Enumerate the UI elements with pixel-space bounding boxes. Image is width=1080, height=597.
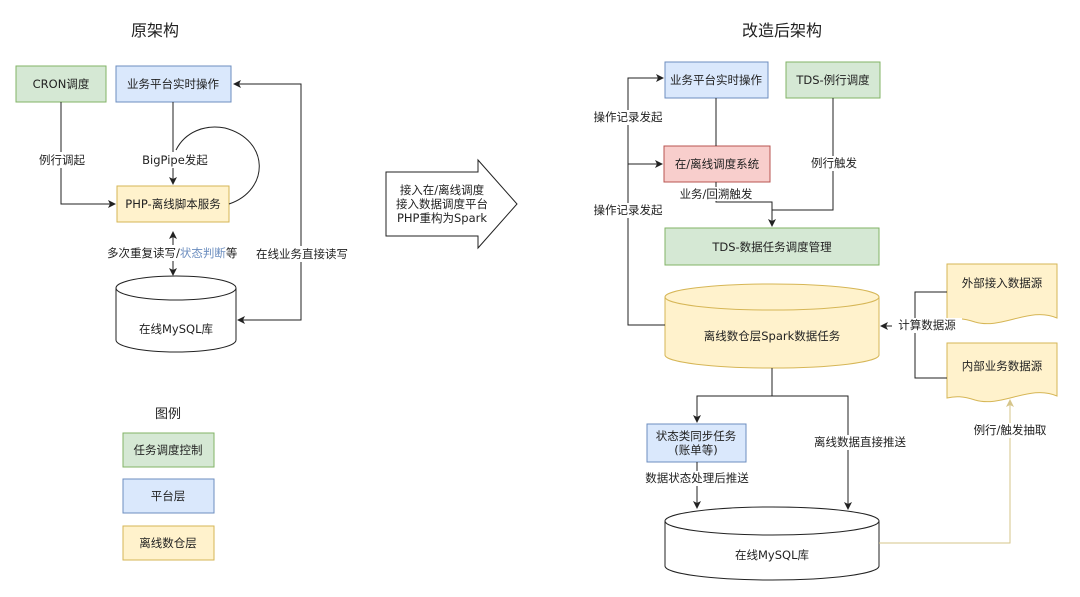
left-edge-rw-part-c: 等 [226, 246, 238, 260]
right-internal-label: 内部业务数据源 [962, 359, 1043, 373]
right-mysql-cylinder [664, 506, 880, 581]
left-platform-box [115, 65, 232, 103]
right-edge-backfill-label: 业务/回溯触发 [680, 187, 753, 201]
right-edge-op2-label: 操作记录发起 [594, 203, 663, 217]
right-internal-source [946, 342, 1058, 403]
right-scheduler-box [663, 145, 771, 183]
left-php-box [116, 185, 230, 223]
right-platform-box [664, 61, 769, 99]
right-tds-mgmt-label: TDS-数据任务调度管理 [711, 240, 832, 254]
right-mysql-label: 在线MySQL库 [735, 548, 809, 562]
right-sync-box [646, 423, 747, 463]
left-edge-rw-part-a: 多次重复读写/ [107, 246, 180, 260]
right-edge-compute-label: 计算数据源 [898, 318, 956, 332]
transition-arrow [385, 158, 518, 250]
right-scheduler-label: 在/离线调度系统 [675, 157, 760, 171]
left-php-label: PHP-离线脚本服务 [125, 197, 221, 211]
right-platform-label: 业务平台实时操作 [670, 73, 762, 87]
transition-line3: PHP重构为Spark [397, 211, 487, 225]
right-tds-routine-box [785, 61, 881, 99]
left-edge-bigpipe-label: BigPipe发起 [142, 153, 208, 167]
right-sync-line2: (账单等) [674, 443, 717, 457]
legend-title: 图例 [155, 407, 181, 422]
legend-blue-swatch [122, 478, 215, 514]
right-edge-push-direct [772, 395, 852, 510]
left-platform-label: 业务平台实时操作 [127, 77, 219, 91]
right-edge-sources-join [914, 291, 947, 379]
right-edge-routine-trigger-label: 例行触发 [811, 156, 857, 170]
legend-green-swatch [122, 432, 215, 468]
right-warehouse-label: 离线数仓层Spark数据任务 [704, 329, 841, 343]
legend-yellow-swatch [122, 525, 215, 561]
left-edge-rw-part-b: 状态判断 [180, 246, 226, 260]
left-edge-cron-php [60, 102, 116, 208]
left-edge-routine-label: 例行调起 [39, 153, 85, 167]
right-edge-tds-routine [772, 98, 834, 211]
transition-line2: 接入数据调度平台 [396, 197, 488, 211]
right-sync-line1: 状态类同步任务 [656, 429, 737, 443]
legend-blue-label: 平台层 [151, 489, 186, 503]
left-edge-rw-label: 多次重复读写/状态判断等 [107, 246, 237, 260]
left-edge-direct [233, 80, 302, 324]
left-title: 原架构 [131, 21, 179, 40]
right-edge-push-direct-label: 离线数据直接推送 [814, 435, 906, 449]
legend-green-label: 任务调度控制 [134, 443, 203, 457]
right-edge-feedback-platform [627, 74, 665, 326]
right-tds-mgmt-box [664, 227, 880, 266]
right-edge-extract-label: 例行/触发抽取 [974, 423, 1047, 437]
right-warehouse-cylinder [664, 283, 880, 369]
right-external-source [946, 263, 1058, 325]
right-external-label: 外部接入数据源 [962, 276, 1043, 290]
legend-yellow-label: 离线数仓层 [139, 536, 197, 550]
right-edge-op1-label: 操作记录发起 [594, 110, 663, 124]
left-cron-box [15, 65, 107, 103]
right-edge-push-processed-label: 数据状态处理后推送 [645, 471, 749, 485]
right-edge-to-sync [693, 368, 773, 423]
left-cron-label: CRON调度 [33, 77, 90, 91]
transition-line1: 接入在/离线调度 [400, 183, 485, 197]
left-mysql-cylinder [115, 275, 237, 353]
right-title: 改造后架构 [742, 21, 822, 40]
left-edge-direct-label: 在线业务直接读写 [256, 247, 348, 261]
left-mysql-label: 在线MySQL库 [139, 322, 213, 336]
right-tds-routine-label: TDS-例行调度 [795, 73, 870, 87]
right-edge-extract [879, 399, 1014, 544]
